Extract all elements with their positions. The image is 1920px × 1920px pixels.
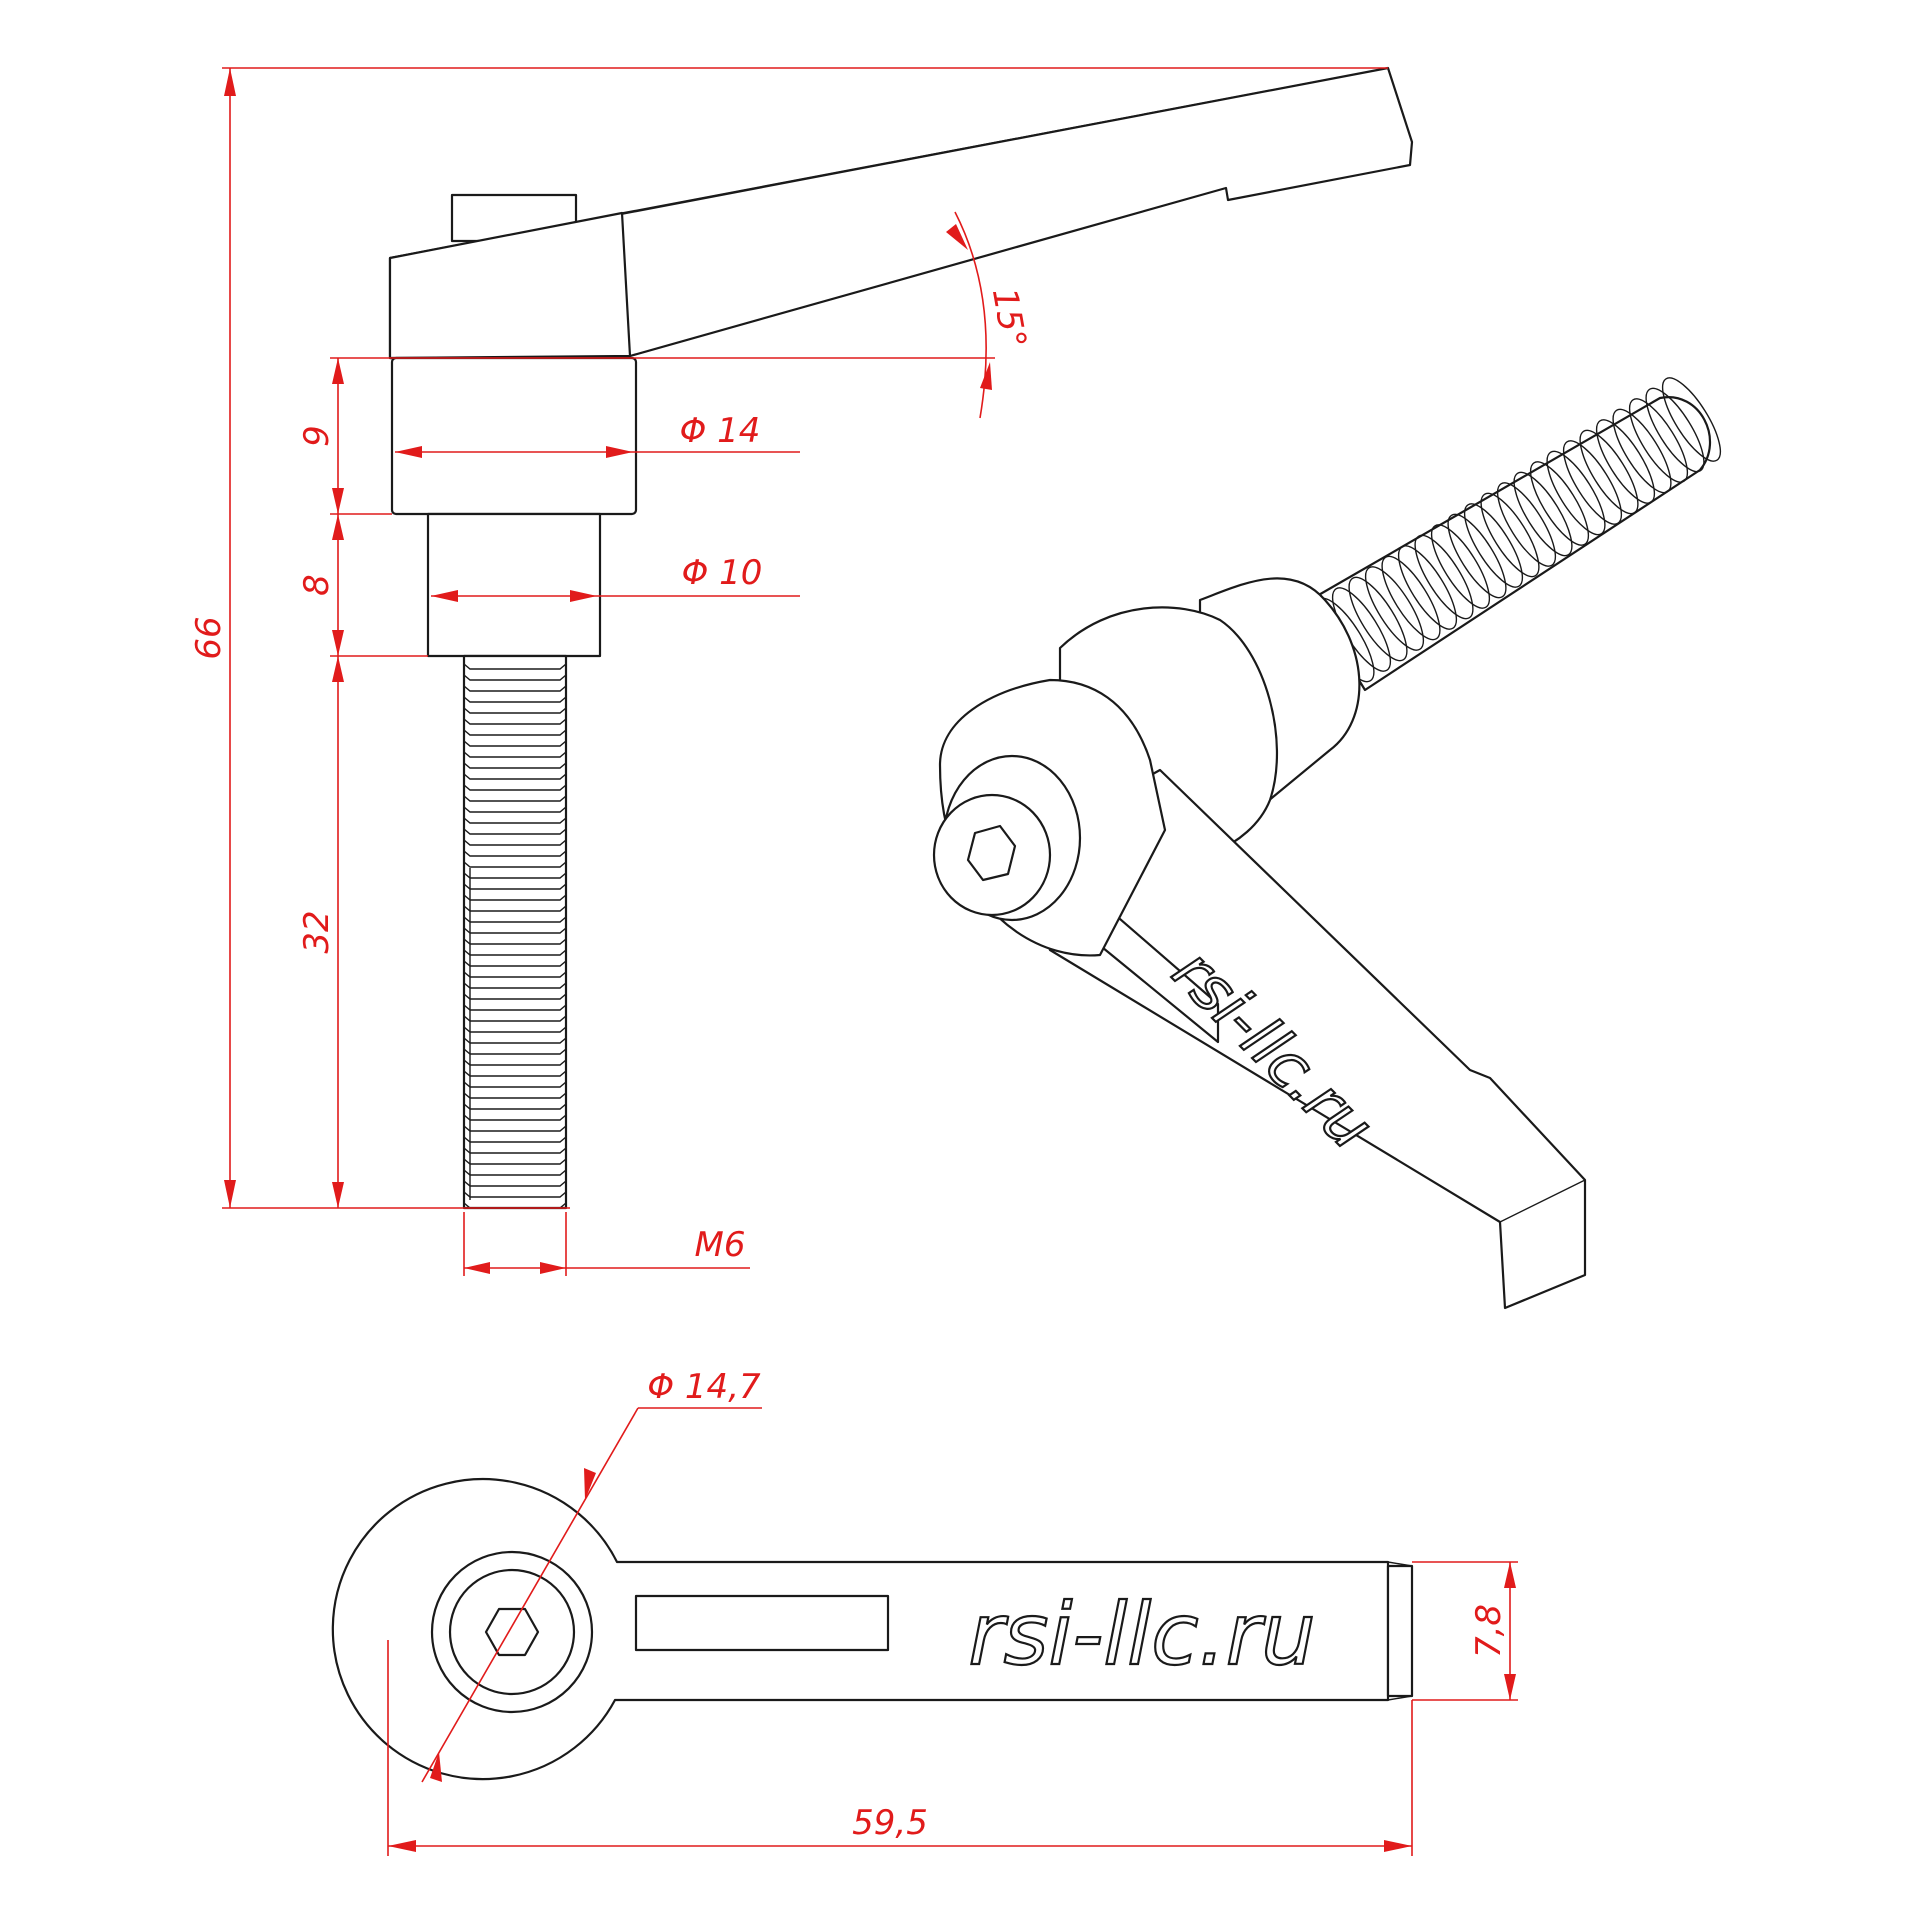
dim-collar-diameter: Φ 14 xyxy=(680,411,761,451)
front-view-dimensions: 66 9 8 32 Φ 14 Φ 10 M6 xyxy=(189,67,1388,1276)
dim-head-diameter-leader xyxy=(421,1407,639,1783)
top-view-slot xyxy=(634,1594,890,1652)
dim-shoulder-diameter: Φ 10 xyxy=(682,553,763,593)
collar-body xyxy=(390,356,638,516)
lever-arm-bottom-ridge xyxy=(629,187,1227,357)
dim-lever-width: 7,8 xyxy=(1469,1604,1509,1658)
shoulder-body xyxy=(426,512,602,658)
thread-body xyxy=(462,654,568,1210)
dim-thread-size: M6 xyxy=(695,1225,746,1265)
dim-overall-length: 59,5 xyxy=(852,1803,928,1843)
dim-overall-height: 66 xyxy=(189,616,229,659)
top-view-logo-text: rsi-llc.ru xyxy=(968,1585,1315,1685)
iso-thread xyxy=(1308,377,1722,692)
top-view-dimensions: Φ 14,7 7,8 59,5 xyxy=(387,1367,1518,1856)
dim-thread-length: 32 xyxy=(297,910,337,953)
dim-angle-arc xyxy=(954,211,987,419)
front-view xyxy=(388,66,1414,1210)
iso-hex-socket xyxy=(966,824,1017,882)
dim-shoulder-height: 8 xyxy=(297,574,337,596)
top-view-hex-socket xyxy=(484,1607,540,1657)
lever-arm-top-ridge xyxy=(621,67,1389,214)
dim-collar-height: 9 xyxy=(297,425,337,447)
isometric-view: rsi-llc.ru xyxy=(932,377,1722,1310)
thread-pattern xyxy=(463,663,567,1209)
dim-lever-angle: 15° xyxy=(984,285,1034,351)
dim-head-diameter: Φ 14,7 xyxy=(647,1367,761,1407)
top-view: rsi-llc.ru xyxy=(331,1478,1414,1781)
top-view-tip xyxy=(1386,1564,1414,1698)
lever-hub-top xyxy=(388,211,632,360)
